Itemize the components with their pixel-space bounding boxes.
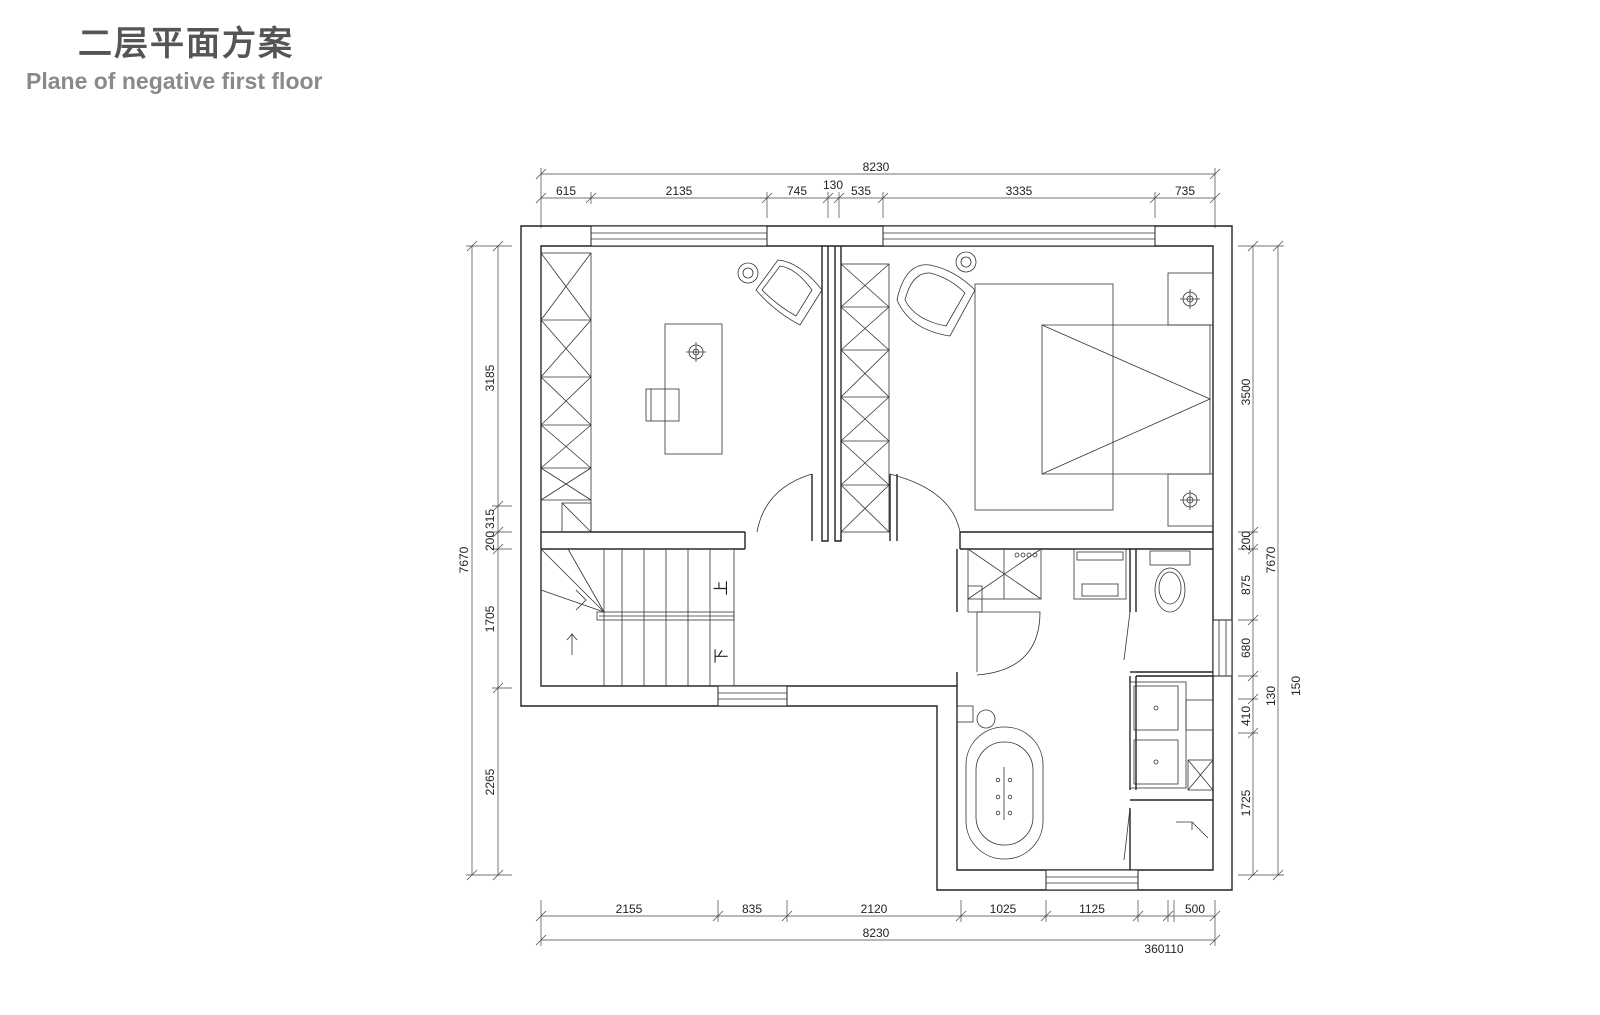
bed [1041,324,1211,475]
nightstand-bottom [1167,473,1214,527]
dim-bottom-4: 1025 [990,902,1017,916]
dim-bottom-3: 2120 [861,902,888,916]
dim-left-4: 1705 [483,605,497,632]
dim-top-1: 615 [556,184,576,198]
bathtub [956,705,1044,860]
shower [1176,821,1209,839]
bath-cabinet [967,548,1042,600]
stairs-down-label: 下 [712,648,730,663]
left-dimensions: 7670 3185 315 200 1705 2265 [457,240,512,881]
dim-top-4: 130 [823,178,843,192]
dim-top-2: 2135 [666,184,693,198]
staircase: 上 下 [540,548,735,687]
dim-right-4: 680 [1239,638,1253,658]
dim-bottom-6: 500 [1185,902,1205,916]
central-closet [840,263,890,533]
dim-right-extra-1: 130 [1264,686,1278,706]
bathroom [956,548,1214,861]
stairs-up-label: 上 [712,580,730,595]
dim-left-3: 200 [483,531,497,551]
dim-bottom-5: 1125 [1079,902,1105,916]
dim-top-total: 8230 [863,160,890,174]
lounge-chair [737,259,823,326]
desk-chair [645,388,680,422]
double-vanity [1129,681,1214,791]
lamp-symbol [686,342,706,362]
right-dimensions: 3500 200 875 680 410 1725 7670 130 150 [1238,240,1303,881]
toilet [1149,550,1191,613]
bed-frame [974,283,1114,511]
study-room [540,252,823,533]
outer-walls [520,225,1233,891]
page-subtitle: Plane of negative first floor [26,68,323,94]
dim-bottom-small: 360110 [1144,942,1183,956]
dim-right-3: 875 [1239,575,1253,595]
dim-top-7: 735 [1175,184,1195,198]
bedroom-armchair [896,251,977,337]
dim-right-total: 7670 [1264,546,1278,573]
door-swings [756,473,1041,676]
dim-right-6: 1725 [1239,789,1253,816]
dim-bottom-1: 2155 [616,902,643,916]
dim-right-2: 200 [1239,531,1253,551]
dim-top-6: 3335 [1006,184,1033,198]
dim-right-1: 3500 [1239,378,1253,405]
master-bedroom [896,251,1214,527]
dim-bottom-2: 835 [742,902,762,916]
dim-left-total: 7670 [457,546,471,573]
dim-right-extra-2: 150 [1289,676,1303,696]
dim-bottom-total: 8230 [863,926,890,940]
dim-right-5: 410 [1239,706,1253,726]
windows [590,225,1233,891]
dim-top-5: 535 [851,184,871,198]
nightstand-top [1167,272,1214,326]
bottom-dimensions: 2155 835 2120 1025 1125 500 8230 360110 [535,900,1221,956]
dim-left-2: 315 [483,509,497,529]
dim-top-3: 745 [787,184,807,198]
washing-machine [1073,548,1127,600]
dim-left-5: 2265 [483,768,497,795]
study-wardrobe [540,252,592,533]
page-title: 二层平面方案 [78,24,294,64]
dim-left-1: 3185 [483,364,497,391]
top-dimensions: 8230 615 2135 745 130 535 3335 735 [535,160,1221,228]
